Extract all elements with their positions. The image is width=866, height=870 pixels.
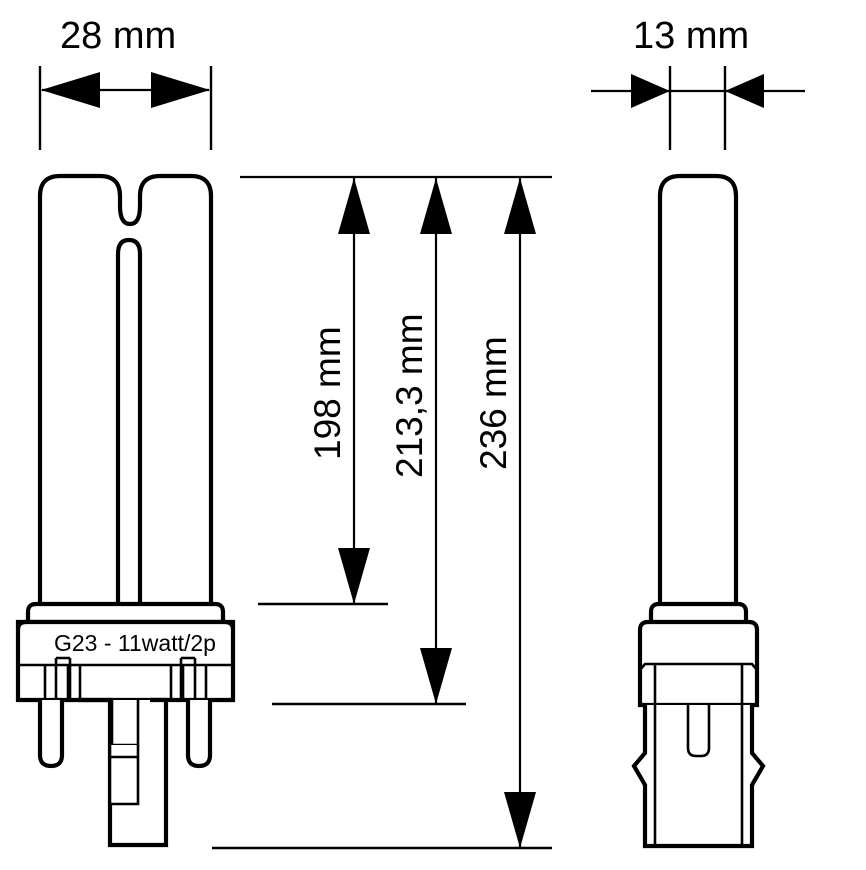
side-tube-outline bbox=[657, 173, 739, 607]
dimension-236mm-group: 236 mm bbox=[212, 178, 552, 850]
dimension-198mm-group: 198 mm bbox=[258, 178, 388, 606]
dimension-236mm-label: 236 mm bbox=[473, 336, 514, 470]
arrowhead-bottom-213-3mm bbox=[420, 648, 452, 704]
dimension-198mm-label: 198 mm bbox=[307, 326, 348, 460]
side-base-collar bbox=[648, 601, 749, 622]
dimension-13mm-label: 13 mm bbox=[633, 15, 749, 57]
base-right-riser bbox=[179, 656, 197, 700]
dimension-213-3mm-label: 213,3 mm bbox=[389, 313, 430, 478]
dimension-13mm-group: 13 mm bbox=[591, 15, 805, 150]
base-body-top-edge bbox=[15, 619, 236, 631]
pin-left bbox=[37, 700, 65, 769]
side-center-pin bbox=[686, 705, 711, 758]
arrowhead-top-213-3mm bbox=[420, 178, 452, 234]
arrowhead-left-28mm bbox=[41, 72, 100, 108]
side-view-lamp bbox=[631, 173, 766, 849]
side-base-band-top bbox=[639, 662, 758, 671]
dimension-213-3mm-group: 213,3 mm bbox=[272, 178, 466, 706]
arrowhead-top-198mm bbox=[338, 178, 370, 234]
base-left-contact-edges bbox=[43, 665, 70, 700]
arrowhead-bottom-236mm bbox=[504, 792, 536, 848]
base-collar bbox=[25, 601, 226, 622]
arrowhead-left-13mm bbox=[631, 74, 670, 108]
base-marking-label: G23 - 11watt/2p bbox=[54, 630, 216, 656]
arrowhead-top-236mm bbox=[504, 178, 536, 234]
arrowhead-right-13mm bbox=[725, 74, 764, 108]
dimension-28mm-label: 28 mm bbox=[60, 15, 176, 57]
tube-outer-outline bbox=[37, 173, 214, 617]
pin-right bbox=[185, 700, 213, 769]
base-left-riser bbox=[54, 656, 72, 700]
front-view-lamp: G23 - 11watt/2p bbox=[15, 173, 236, 848]
base-right-contact-edges bbox=[181, 665, 208, 700]
side-base-skirt bbox=[631, 705, 766, 849]
tube-inner-slot bbox=[115, 237, 143, 617]
base-center-slot-upper bbox=[110, 700, 140, 747]
arrowhead-bottom-198mm bbox=[338, 548, 370, 604]
base-center-slot-lower bbox=[108, 745, 140, 806]
arrowhead-right-28mm bbox=[151, 72, 210, 108]
dimension-28mm-group: 28 mm bbox=[38, 15, 213, 150]
